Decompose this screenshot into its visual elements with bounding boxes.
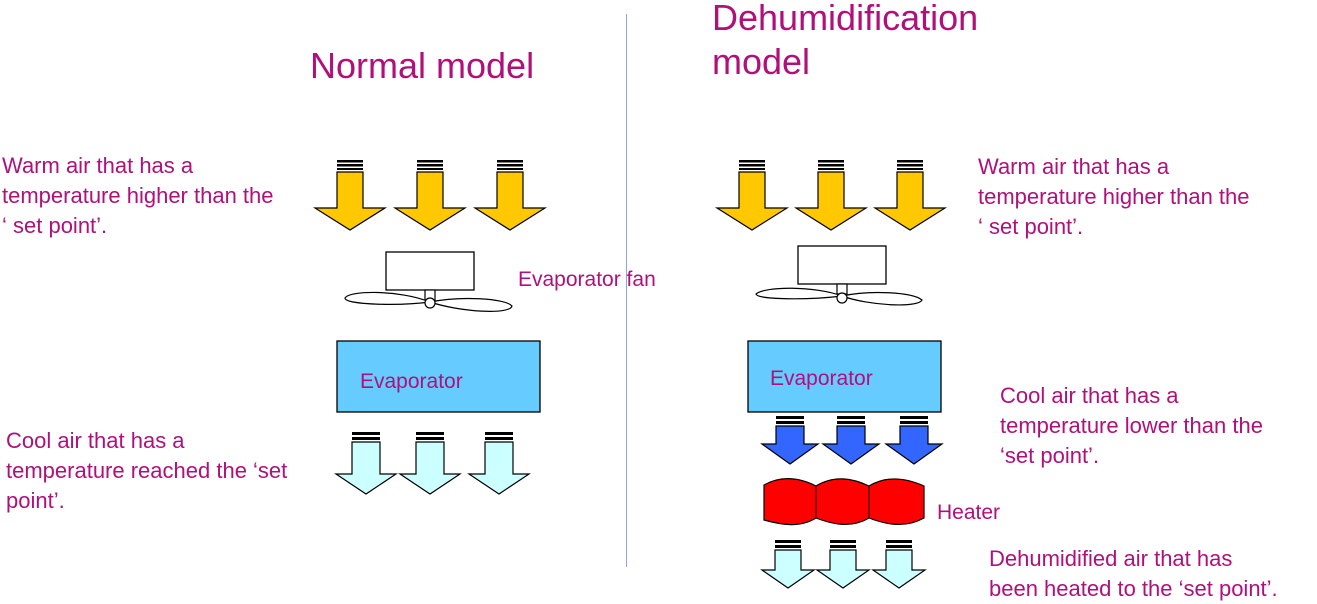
cool-arrow	[467, 432, 531, 495]
cold-arrow	[884, 416, 944, 465]
cool-arrow	[334, 432, 398, 495]
cool-arrow	[398, 432, 462, 495]
dehumidification-model-title: Dehumidification model	[712, 0, 979, 82]
normal-warm-air-text: Warm air that has a temperature higher t…	[2, 153, 274, 238]
normal-model-title: Normal model	[310, 45, 535, 86]
evaporator-fan-icon	[755, 245, 923, 306]
dehum-evaporator-label: Evaporator	[770, 367, 873, 390]
warm-arrow	[872, 160, 948, 231]
warm-arrow	[793, 160, 869, 231]
section-divider	[626, 14, 627, 567]
evaporator-box	[747, 340, 942, 413]
dehum-heated-arrows	[760, 540, 927, 589]
heated-arrow	[815, 540, 871, 589]
dehum-cool-air-text: Cool air that has a temperature lower th…	[1000, 383, 1263, 468]
heated-arrow	[871, 540, 927, 589]
heater-icon	[763, 478, 925, 526]
evaporator-fan-icon	[344, 251, 513, 312]
warm-arrow	[472, 160, 548, 231]
warm-arrow	[714, 160, 790, 231]
normal-cool-arrows	[334, 432, 531, 495]
dehum-warm-arrows	[714, 160, 948, 231]
cold-arrow	[821, 416, 881, 465]
cold-arrow	[760, 416, 820, 465]
dehum-warm-air-text: Warm air that has a temperature higher t…	[978, 154, 1250, 239]
dehum-cold-arrows	[760, 416, 944, 465]
warm-arrow	[392, 160, 468, 231]
heater-label: Heater	[937, 501, 1001, 524]
normal-cool-air-text: Cool air that has a temperature reached …	[6, 428, 288, 513]
dehumidified-air-text: Dehumidified air that has been heated to…	[989, 546, 1278, 601]
evaporator-box	[336, 340, 541, 413]
normal-warm-arrows	[312, 160, 548, 231]
evaporator-fan-label: Evaporator fan	[518, 268, 656, 291]
normal-evaporator-label: Evaporator	[360, 370, 463, 393]
warm-arrow	[312, 160, 388, 231]
heated-arrow	[760, 540, 816, 589]
